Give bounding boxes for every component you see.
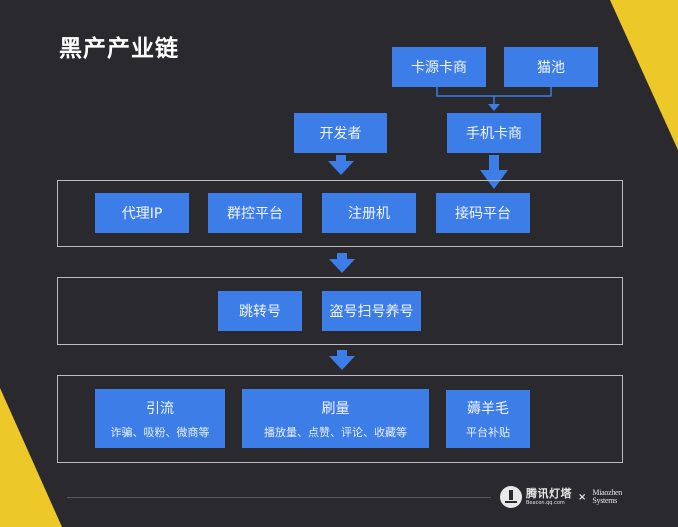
node-label: 刷量 [321,400,350,417]
footer-logos: 腾讯灯塔 Beacon.qq.com × Miaozhen Systems [500,483,622,511]
node-sms-code-platform: 接码平台 [436,193,530,233]
yellow-corner-bottom-left [0,388,62,527]
miaozhen-line2: Systems [592,496,617,505]
node-sublabel: 诈骗、吸粉、微商等 [110,425,210,439]
node-label: 卡源卡商 [411,60,467,76]
node-label: 薅羊毛 [467,401,509,417]
node-label: 注册机 [348,206,390,222]
node-label: 群控平台 [227,206,283,222]
yellow-corner-top-right [610,0,678,150]
page-title: 黑产产业链 [59,36,179,62]
node-label: 猫池 [537,60,565,76]
node-bonus-hunting: 薅羊毛 平台补贴 [446,390,530,448]
beacon-logo: 腾讯灯塔 Beacon.qq.com [526,488,572,506]
arrow-developer-head [328,161,354,175]
node-registration-machine: 注册机 [322,193,416,233]
node-account-theft-farming: 盗号扫号养号 [322,291,421,331]
node-jump-account: 跳转号 [218,291,302,331]
footer-divider [67,497,491,498]
arrow-layer1-shaft [337,253,347,261]
arrow-layer2-shaft [337,350,347,358]
node-card-source-dealer: 卡源卡商 [392,47,486,87]
node-label: 代理IP [121,206,163,222]
collaboration-x-icon: × [578,491,587,503]
arrow-to-phone-card-dealer [488,104,500,111]
node-label: 引流 [146,400,174,417]
node-label: 手机卡商 [466,126,522,142]
miaozhen-logo: Miaozhen Systems [592,489,622,505]
node-label: 开发者 [319,126,362,142]
node-group-control-platform: 群控平台 [208,193,302,233]
merge-bracket [436,86,552,97]
node-fake-traffic: 刷量 播放量、点赞、评论、收藏等 [242,389,429,448]
arrow-developer-shaft [336,155,346,163]
beacon-brand-name: 腾讯灯塔 [526,487,572,500]
node-label: 盗号扫号养号 [329,304,414,320]
node-label: 跳转号 [239,304,281,320]
arrow-phone-card-head [480,170,508,189]
arrow-layer1-head [329,259,355,273]
node-developer: 开发者 [294,113,387,153]
node-traffic-diversion: 引流 诈骗、吸粉、微商等 [95,389,225,448]
node-label: 接码平台 [455,206,511,222]
beacon-lighthouse-icon [500,486,522,508]
node-sublabel: 播放量、点赞、评论、收藏等 [264,425,407,439]
node-sublabel: 平台补贴 [466,426,510,439]
arrow-phone-card-shaft [489,155,499,172]
node-cat-pool: 猫池 [504,47,598,87]
beacon-brand-url: Beacon.qq.com [526,500,565,506]
node-proxy-ip: 代理IP [95,193,189,233]
layer-accounts [57,277,623,345]
layer-infrastructure [57,180,623,247]
layer-monetization [57,375,623,463]
miaozhen-line1: Miaozhen [592,488,622,497]
arrow-layer2-head [329,356,355,370]
node-phone-card-dealer: 手机卡商 [447,113,541,153]
